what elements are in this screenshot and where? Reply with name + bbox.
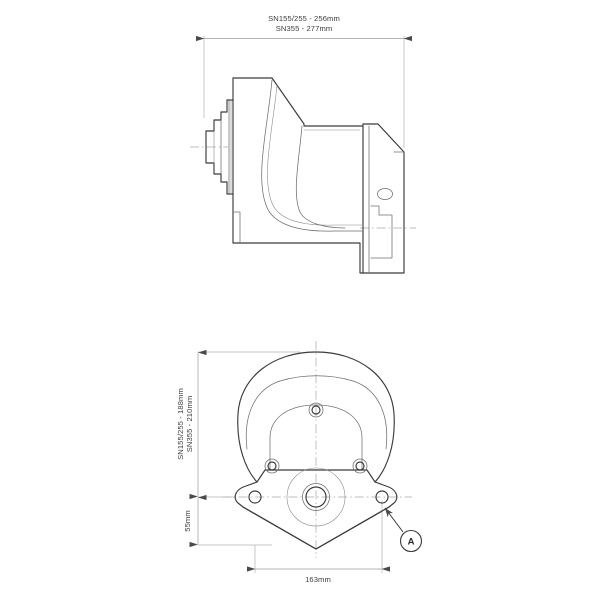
plan-view-height-dimension-label-line2: SN355 - 210mm xyxy=(185,396,194,453)
plan-view-center-bore-mid xyxy=(302,483,330,511)
side-view-drum-curve-inner xyxy=(267,84,364,226)
side-view-bracket-hole xyxy=(377,188,393,200)
top-dimension-extension-lines xyxy=(203,36,405,148)
side-elevation-view: SN155/255 - 256mm SN355 - 277mm xyxy=(190,14,416,274)
plan-view-dimension-extension-lines xyxy=(198,351,383,573)
plan-view-left-bolt-hole-inner xyxy=(267,461,277,471)
plan-view-inner-housing-arc xyxy=(245,375,388,450)
detail-a-leader-line xyxy=(384,507,404,533)
plan-view-center-bore-outer xyxy=(286,467,346,527)
side-view-shaft-assembly xyxy=(205,99,234,195)
side-view-drum-curve-outer xyxy=(261,79,364,232)
plan-view: A SN155/255 - 188mm SN355 - 210mm 55mm 1… xyxy=(176,341,423,584)
plan-view-gearbox-cutout xyxy=(269,404,363,471)
plan-view-top-bolt-hole-inner xyxy=(311,405,321,415)
plan-view-top-bolt-hole-outer xyxy=(308,402,324,418)
side-view-drum-curve-throat xyxy=(295,125,346,229)
plan-view-base-height-dimension-label: 55mm xyxy=(183,510,192,532)
detail-a-callout-circle xyxy=(399,529,423,553)
side-view-body-lower-step xyxy=(232,211,241,244)
top-width-dimension-label-line1: SN155/255 - 256mm xyxy=(268,14,340,23)
side-view-bracket-recess xyxy=(370,205,393,259)
plan-view-base-left-hole xyxy=(248,490,262,504)
plan-view-drum-outline xyxy=(237,351,395,483)
plan-view-right-bolt-hole-outer xyxy=(352,458,368,474)
plan-view-base-plate-lower-edge xyxy=(242,506,390,550)
top-width-dimension-label-line2: SN355 - 277mm xyxy=(276,24,333,33)
plan-view-base-width-dimension-label: 163mm xyxy=(305,575,331,584)
plan-view-height-dimension-label-line1: SN155/255 - 188mm xyxy=(176,388,185,460)
side-view-body-outline xyxy=(232,77,405,274)
plan-view-base-right-hole xyxy=(375,490,389,504)
plan-view-right-bolt-hole-inner xyxy=(355,461,365,471)
plan-view-left-bolt-hole-outer xyxy=(264,458,280,474)
plan-view-center-bore-inner xyxy=(305,486,327,508)
detail-a-callout-label: A xyxy=(408,537,415,548)
